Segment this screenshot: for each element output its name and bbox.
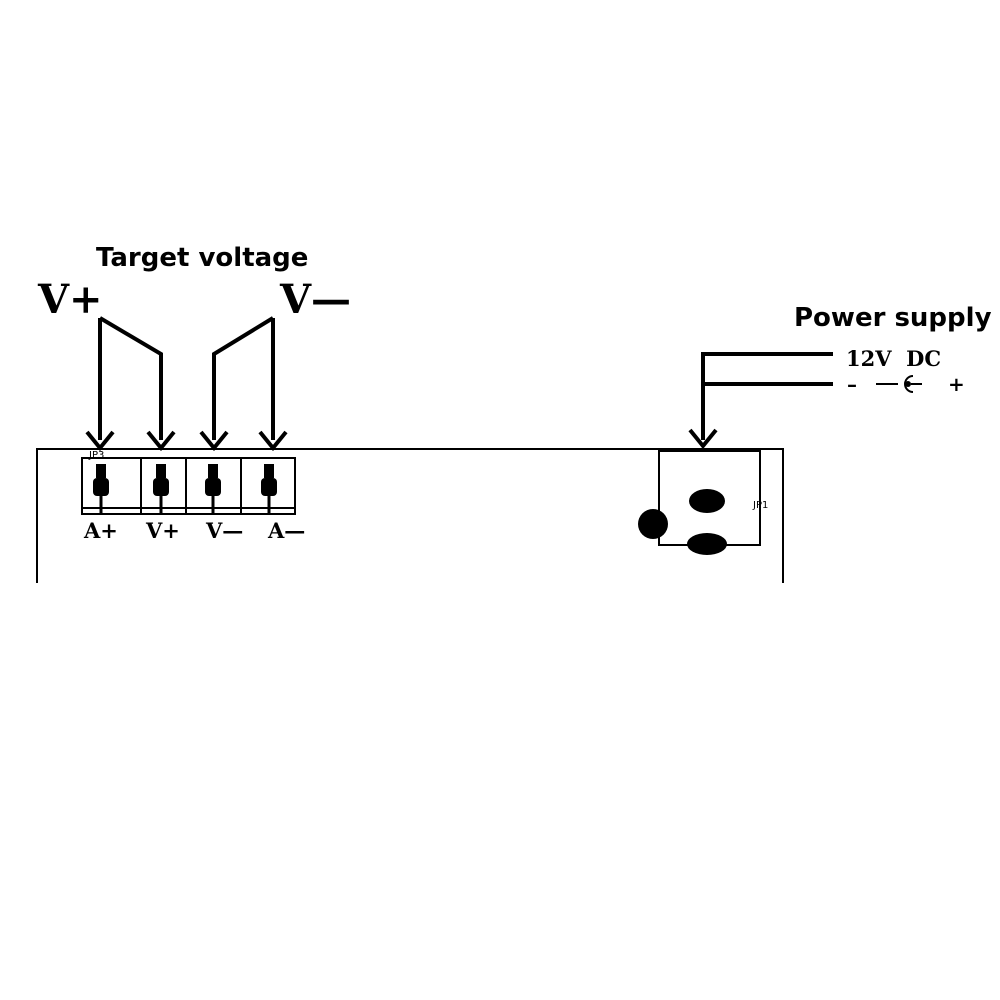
arrowhead-a-plus: [85, 430, 115, 452]
jack-pin-top: [689, 489, 725, 513]
terminal-label-a-plus: A+: [83, 518, 118, 543]
terminal-label-v-plus: V+: [145, 518, 180, 543]
terminal-screw-a-minus: [261, 464, 277, 514]
polarity-negative-label: –: [847, 372, 857, 396]
terminal-screw-v-plus: [153, 464, 169, 514]
terminal-screw-v-minus: [205, 464, 221, 514]
arrowhead-v-plus: [146, 430, 176, 452]
target-v-minus-label: V—: [279, 276, 351, 323]
v-plus-wire: [85, 316, 176, 452]
power-supply-title: Power supply: [794, 303, 992, 333]
terminal-block-jp3: JP3: [81, 450, 296, 515]
target-v-plus-label: V+: [37, 276, 103, 323]
dc-polarity-icon: [876, 375, 922, 393]
power-supply-wire: [688, 352, 833, 450]
terminal-label-v-minus: V—: [205, 518, 243, 543]
power-rating-label: 12V DC: [846, 346, 941, 371]
target-voltage-title: Target voltage: [96, 243, 308, 273]
arrowhead-a-minus: [258, 430, 288, 452]
dc-jack-jp1: JP1: [638, 450, 768, 555]
arrowhead-v-minus: [199, 430, 229, 452]
board-outline: [36, 448, 784, 583]
terminal-screw-a-plus: [93, 464, 109, 514]
terminal-label-a-minus: A—: [267, 518, 305, 543]
arrowhead-power: [688, 428, 718, 450]
jp3-label: JP3: [88, 450, 104, 461]
v-minus-wire: [199, 316, 288, 452]
jack-pin-side: [638, 509, 668, 539]
polarity-positive-label: +: [948, 372, 965, 396]
jack-pin-bottom: [687, 533, 727, 555]
jp1-label: JP1: [752, 500, 768, 511]
